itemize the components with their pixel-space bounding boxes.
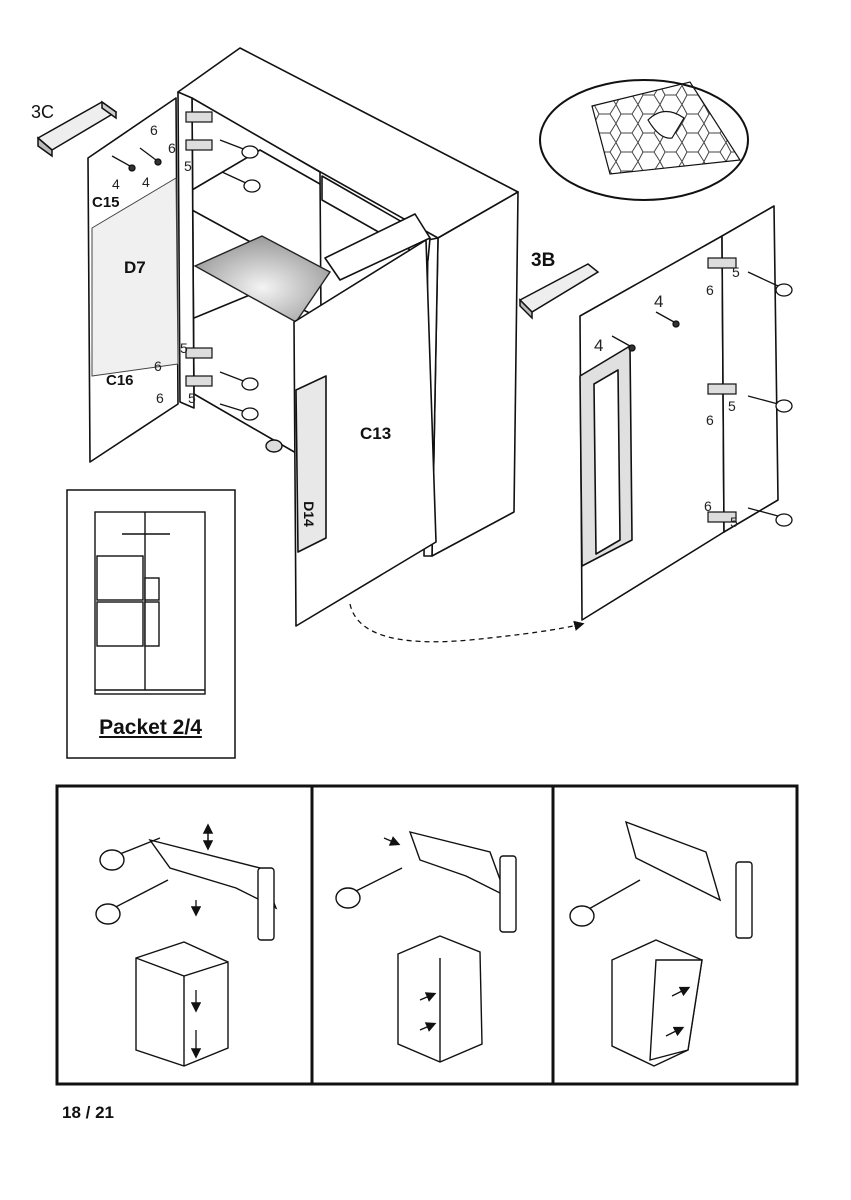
label-d7: D7 — [124, 258, 146, 277]
adjust-arrows — [190, 823, 691, 1059]
label-handle-3b: 3B — [531, 250, 556, 271]
label-hinge-6d: 6 — [156, 390, 164, 406]
label-c15: C15 — [92, 194, 120, 211]
label-hinge-5e: 5 — [728, 398, 736, 414]
page-number: 18 / 21 — [62, 1103, 114, 1122]
inset-detail — [539, 79, 749, 201]
handle-3c — [36, 100, 118, 158]
label-c16: C16 — [106, 372, 134, 389]
center-door — [293, 239, 437, 627]
adjustment-panels — [55, 784, 799, 1086]
label-hinge-5f: 5 — [730, 514, 738, 530]
label-c13: C13 — [360, 424, 392, 443]
label-hinge-6c: 6 — [154, 358, 162, 374]
label-hinge-5b: 5 — [180, 340, 188, 356]
label-handle-3c: 3C — [31, 102, 55, 122]
label-hinge-6b: 6 — [168, 140, 176, 156]
label-hinge-5a: 5 — [184, 158, 192, 174]
label-hinge-6f: 6 — [706, 412, 714, 428]
screwdrivers — [219, 139, 793, 527]
label-hinge-5d: 5 — [732, 264, 740, 280]
hinges — [185, 111, 737, 523]
knob — [265, 439, 283, 453]
right-door — [579, 205, 779, 621]
label-screw-4b: 4 — [142, 174, 150, 190]
label-screw-4a: 4 — [112, 176, 120, 192]
left-door — [87, 97, 179, 463]
label-hinge-6a: 6 — [150, 122, 158, 138]
swing-arrow — [349, 603, 585, 643]
label-screw-4d: 4 — [594, 336, 604, 355]
packet-box — [66, 489, 236, 759]
label-hinge-5c: 5 — [188, 390, 196, 406]
label-screw-4c: 4 — [654, 292, 664, 311]
handle-screws — [111, 147, 680, 352]
label-d14: D14 — [300, 501, 317, 527]
label-hinge-6e: 6 — [706, 282, 714, 298]
packet-title: Packet 2/4 — [99, 716, 202, 739]
label-hinge-6g: 6 — [704, 498, 712, 514]
handle-3b — [518, 263, 600, 320]
glass-shelf — [193, 235, 332, 323]
